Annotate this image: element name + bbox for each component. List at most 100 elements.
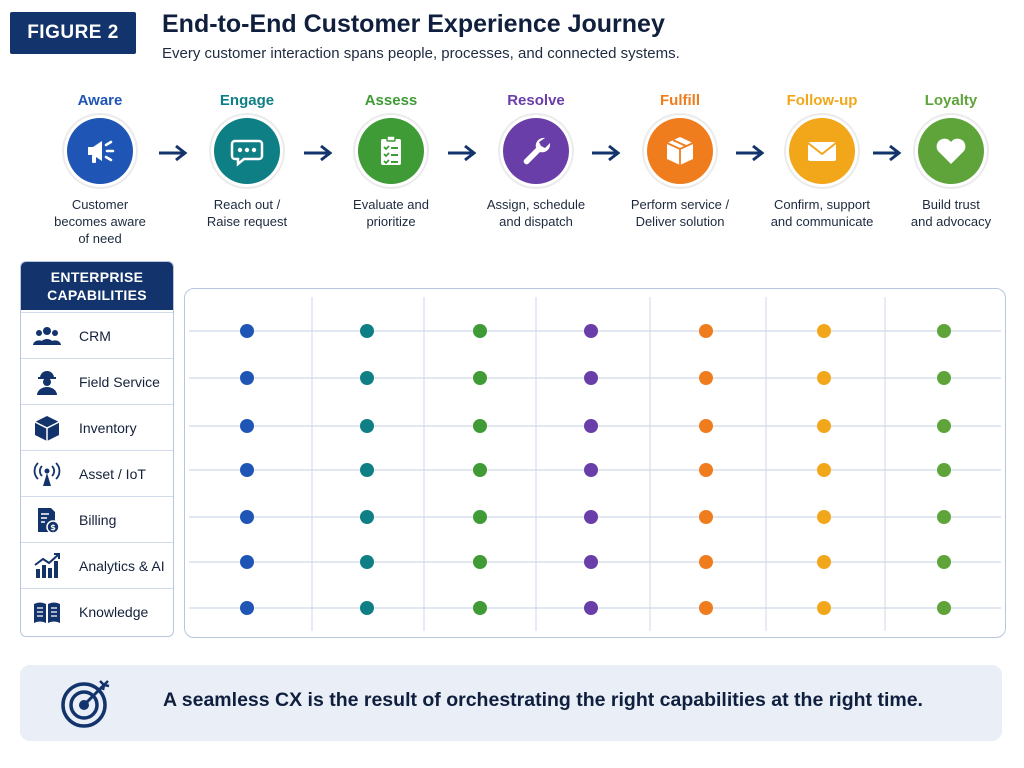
matrix-dot: [817, 371, 831, 385]
matrix-dot: [584, 555, 598, 569]
matrix-dot: [240, 510, 254, 524]
invoice-dollar-icon: $: [31, 504, 63, 536]
matrix-dot: [584, 601, 598, 615]
svg-text:$: $: [50, 523, 56, 532]
page-subtitle: Every customer interaction spans people,…: [162, 45, 680, 62]
matrix-dot: [937, 371, 951, 385]
capability-label: Billing: [79, 512, 117, 528]
matrix-dot: [699, 510, 713, 524]
capability-matrix-panel: [184, 288, 1006, 638]
matrix-dot: [937, 555, 951, 569]
matrix-dot: [473, 324, 487, 338]
capability-row-field-service: Field Service: [21, 358, 173, 405]
capability-matrix: [189, 297, 1001, 631]
matrix-dot: [240, 463, 254, 477]
arrow-right-icon: [736, 144, 765, 162]
antenna-signal-icon: [31, 458, 63, 490]
stage-name: Fulfill: [660, 92, 700, 109]
matrix-dot: [360, 324, 374, 338]
matrix-dot: [473, 463, 487, 477]
capability-label: Asset / IoT: [79, 466, 146, 482]
capability-row-knowledge: Knowledge: [21, 588, 173, 635]
capability-row-inventory: Inventory: [21, 404, 173, 451]
matrix-dot: [360, 463, 374, 477]
matrix-dot: [817, 555, 831, 569]
capability-row-analytics-ai: Analytics & AI: [21, 542, 173, 589]
wrench-icon: [503, 118, 569, 184]
capability-label: Field Service: [79, 374, 160, 390]
matrix-dot: [360, 510, 374, 524]
technician-icon: [31, 366, 63, 398]
matrix-dot: [584, 510, 598, 524]
matrix-dot: [699, 371, 713, 385]
matrix-dot: [240, 601, 254, 615]
arrow-right-icon: [448, 144, 477, 162]
capability-label: Analytics & AI: [79, 558, 165, 574]
matrix-dot: [937, 601, 951, 615]
capability-label: CRM: [79, 328, 111, 344]
arrow-right-icon: [592, 144, 621, 162]
matrix-dot: [473, 371, 487, 385]
figure-badge: FIGURE 2: [10, 12, 136, 54]
clipboard-checklist-icon: [358, 118, 424, 184]
matrix-dot: [584, 324, 598, 338]
stage-name: Resolve: [507, 92, 565, 109]
matrix-dot: [699, 324, 713, 338]
stage-name: Loyalty: [924, 92, 978, 109]
capabilities-header: ENTERPRISE CAPABILITIES: [21, 262, 173, 310]
analytics-chart-icon: [31, 550, 63, 582]
capability-label: Inventory: [79, 420, 137, 436]
summary-banner: A seamless CX is the result of orchestra…: [20, 665, 1002, 741]
matrix-dot: [817, 510, 831, 524]
package-box-icon: [647, 118, 713, 184]
matrix-dot: [937, 463, 951, 477]
matrix-dot: [584, 419, 598, 433]
matrix-dot: [360, 419, 374, 433]
stage-name: Engage: [219, 92, 275, 109]
banner-text: A seamless CX is the result of orchestra…: [163, 689, 923, 711]
envelope-icon: [789, 118, 855, 184]
arrow-right-icon: [873, 144, 902, 162]
matrix-dot: [817, 601, 831, 615]
matrix-dot: [240, 324, 254, 338]
target-arrow-icon: [61, 680, 110, 728]
stage-name: Follow-up: [786, 92, 858, 109]
matrix-dot: [584, 371, 598, 385]
matrix-dot: [473, 601, 487, 615]
matrix-dot: [360, 555, 374, 569]
matrix-dot: [473, 555, 487, 569]
capability-row-crm: CRM: [21, 312, 173, 359]
stage-description: Perform service /Deliver solution: [630, 197, 730, 229]
matrix-dot: [240, 419, 254, 433]
matrix-dot: [937, 510, 951, 524]
matrix-dot: [360, 371, 374, 385]
matrix-dot: [937, 419, 951, 433]
matrix-dot: [817, 324, 831, 338]
capability-row-billing: $ Billing: [21, 496, 173, 543]
arrow-right-icon: [304, 144, 333, 162]
stage-engage: Engage Reach out /Raise request: [177, 90, 317, 230]
matrix-dot: [473, 510, 487, 524]
matrix-dot: [699, 419, 713, 433]
people-group-icon: [31, 320, 63, 352]
matrix-dot: [937, 324, 951, 338]
stage-name: Aware: [77, 92, 123, 109]
matrix-dot: [360, 601, 374, 615]
matrix-dot: [699, 601, 713, 615]
page-title: End-to-End Customer Experience Journey: [162, 10, 665, 38]
stage-name: Assess: [364, 92, 418, 109]
matrix-dot: [473, 419, 487, 433]
heart-icon: [918, 118, 984, 184]
stage-description: Reach out /Raise request: [206, 197, 288, 229]
matrix-dot: [699, 463, 713, 477]
matrix-dot: [240, 555, 254, 569]
